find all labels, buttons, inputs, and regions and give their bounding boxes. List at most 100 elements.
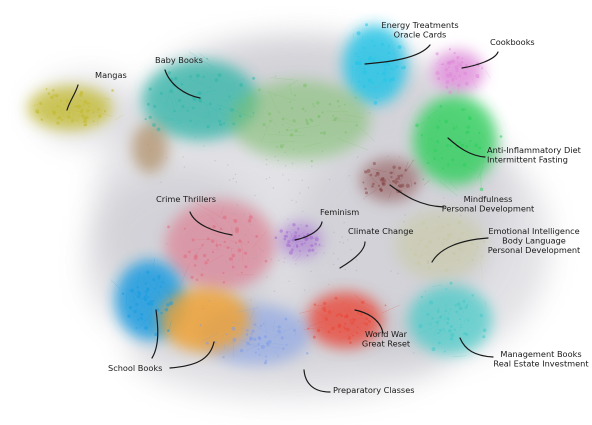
node-emotional-intelligence [470,242,474,245]
node-anti-inflammatory [455,141,458,144]
edge-anti-inflammatory [423,144,438,156]
node-world-war [361,300,365,305]
node-preparatory [246,341,250,345]
node-preparatory [282,347,285,350]
node-baby-books [230,108,234,112]
node-mangas [86,109,90,113]
node-preparatory [253,337,257,342]
node-mangas [88,105,90,108]
node-world-war [374,331,379,336]
node-mangas [47,92,51,95]
node-background [283,261,285,264]
node-school-books [143,297,148,301]
node-baby-books [191,106,195,110]
node-energy-oracle [383,78,387,83]
node-management [429,300,434,305]
node-background [254,194,256,197]
edge-preparatory [254,325,269,334]
node-crime-thrillers [240,271,243,274]
node-mangas [92,120,95,123]
node-background [253,257,255,259]
node-cookbooks [444,67,449,72]
node-energy-oracle [392,68,395,71]
cluster-label-feminism: Feminism [320,207,359,217]
node-background [270,258,272,261]
node-energy-oracle [388,45,391,48]
node-mindfulness [364,170,368,174]
node-energy-oracle [357,80,360,83]
node-mindfulness [396,180,399,183]
edge-emotional-intelligence [414,227,427,232]
edge-management [419,303,424,314]
node-preparatory [263,335,268,339]
node-school-books [141,298,144,300]
node-anti-inflammatory [422,178,425,181]
node-emotional-intelligence [424,244,429,249]
edge-anti-inflammatory [483,153,485,164]
cluster-label-line: Emotional Intelligence [488,226,579,236]
node-mindfulness [379,187,382,191]
node-mangas [53,111,56,115]
node-background [479,194,481,197]
cluster-label-school-books: School Books [108,363,162,373]
node-background [235,229,237,232]
node-feminism [292,223,296,227]
node-school-books [147,302,150,306]
node-background [229,179,231,181]
node-anti-inflammatory [426,161,430,165]
node-cookbooks [453,52,456,55]
node-baby-books [217,73,222,78]
node-emotional-intelligence [446,233,450,237]
node-preparatory [267,339,272,344]
node-anti-inflammatory [450,158,455,162]
node-climate-change [309,118,312,121]
node-climate-change [294,129,298,133]
node-mangas [54,93,59,98]
node-school-books [167,329,170,332]
node-anti-inflammatory [474,143,479,148]
edge-management [431,284,442,287]
node-background [375,86,378,88]
node-mindfulness [383,179,387,183]
node-baby-books [228,95,231,98]
node-background [404,214,406,216]
node-baby-books [159,91,163,95]
node-energy-oracle [373,100,378,105]
edge-crime-thrillers [192,200,224,219]
node-background [300,224,302,226]
node-mangas [111,89,114,92]
node-emotional-intelligence [428,240,432,244]
node-baby-books [180,82,184,86]
node-climate-change [292,119,296,123]
edge-climate-change [249,94,253,113]
node-background [235,181,237,183]
edge-baby-books [194,135,197,139]
node-crime-thrillers [228,257,233,261]
node-crime-thrillers [231,265,235,269]
node-climate-change [289,133,294,137]
node-world-war [340,314,344,317]
node-anti-inflammatory [458,141,462,144]
node-climate-change [338,105,341,107]
node-background [268,176,271,179]
node-background [288,126,291,128]
edge-anti-inflammatory [419,121,425,126]
edge-cookbooks [450,82,457,85]
node-background [354,214,356,217]
node-anti-inflammatory [435,140,440,144]
node-world-war [384,304,387,307]
node-emotional-intelligence [452,251,456,256]
node-anti-inflammatory [478,146,482,150]
node-anti-inflammatory [439,104,443,108]
node-cookbooks [435,71,440,76]
node-background [234,173,237,176]
node-school-books [154,332,158,337]
node-school-books [144,290,148,294]
node-world-war [343,322,347,325]
edge-management [439,296,447,303]
node-school-books [137,318,140,321]
cluster-label-line: Personal Development [488,245,581,255]
node-crime-thrillers [191,238,195,242]
node-background [291,199,293,201]
node-background [272,187,275,189]
